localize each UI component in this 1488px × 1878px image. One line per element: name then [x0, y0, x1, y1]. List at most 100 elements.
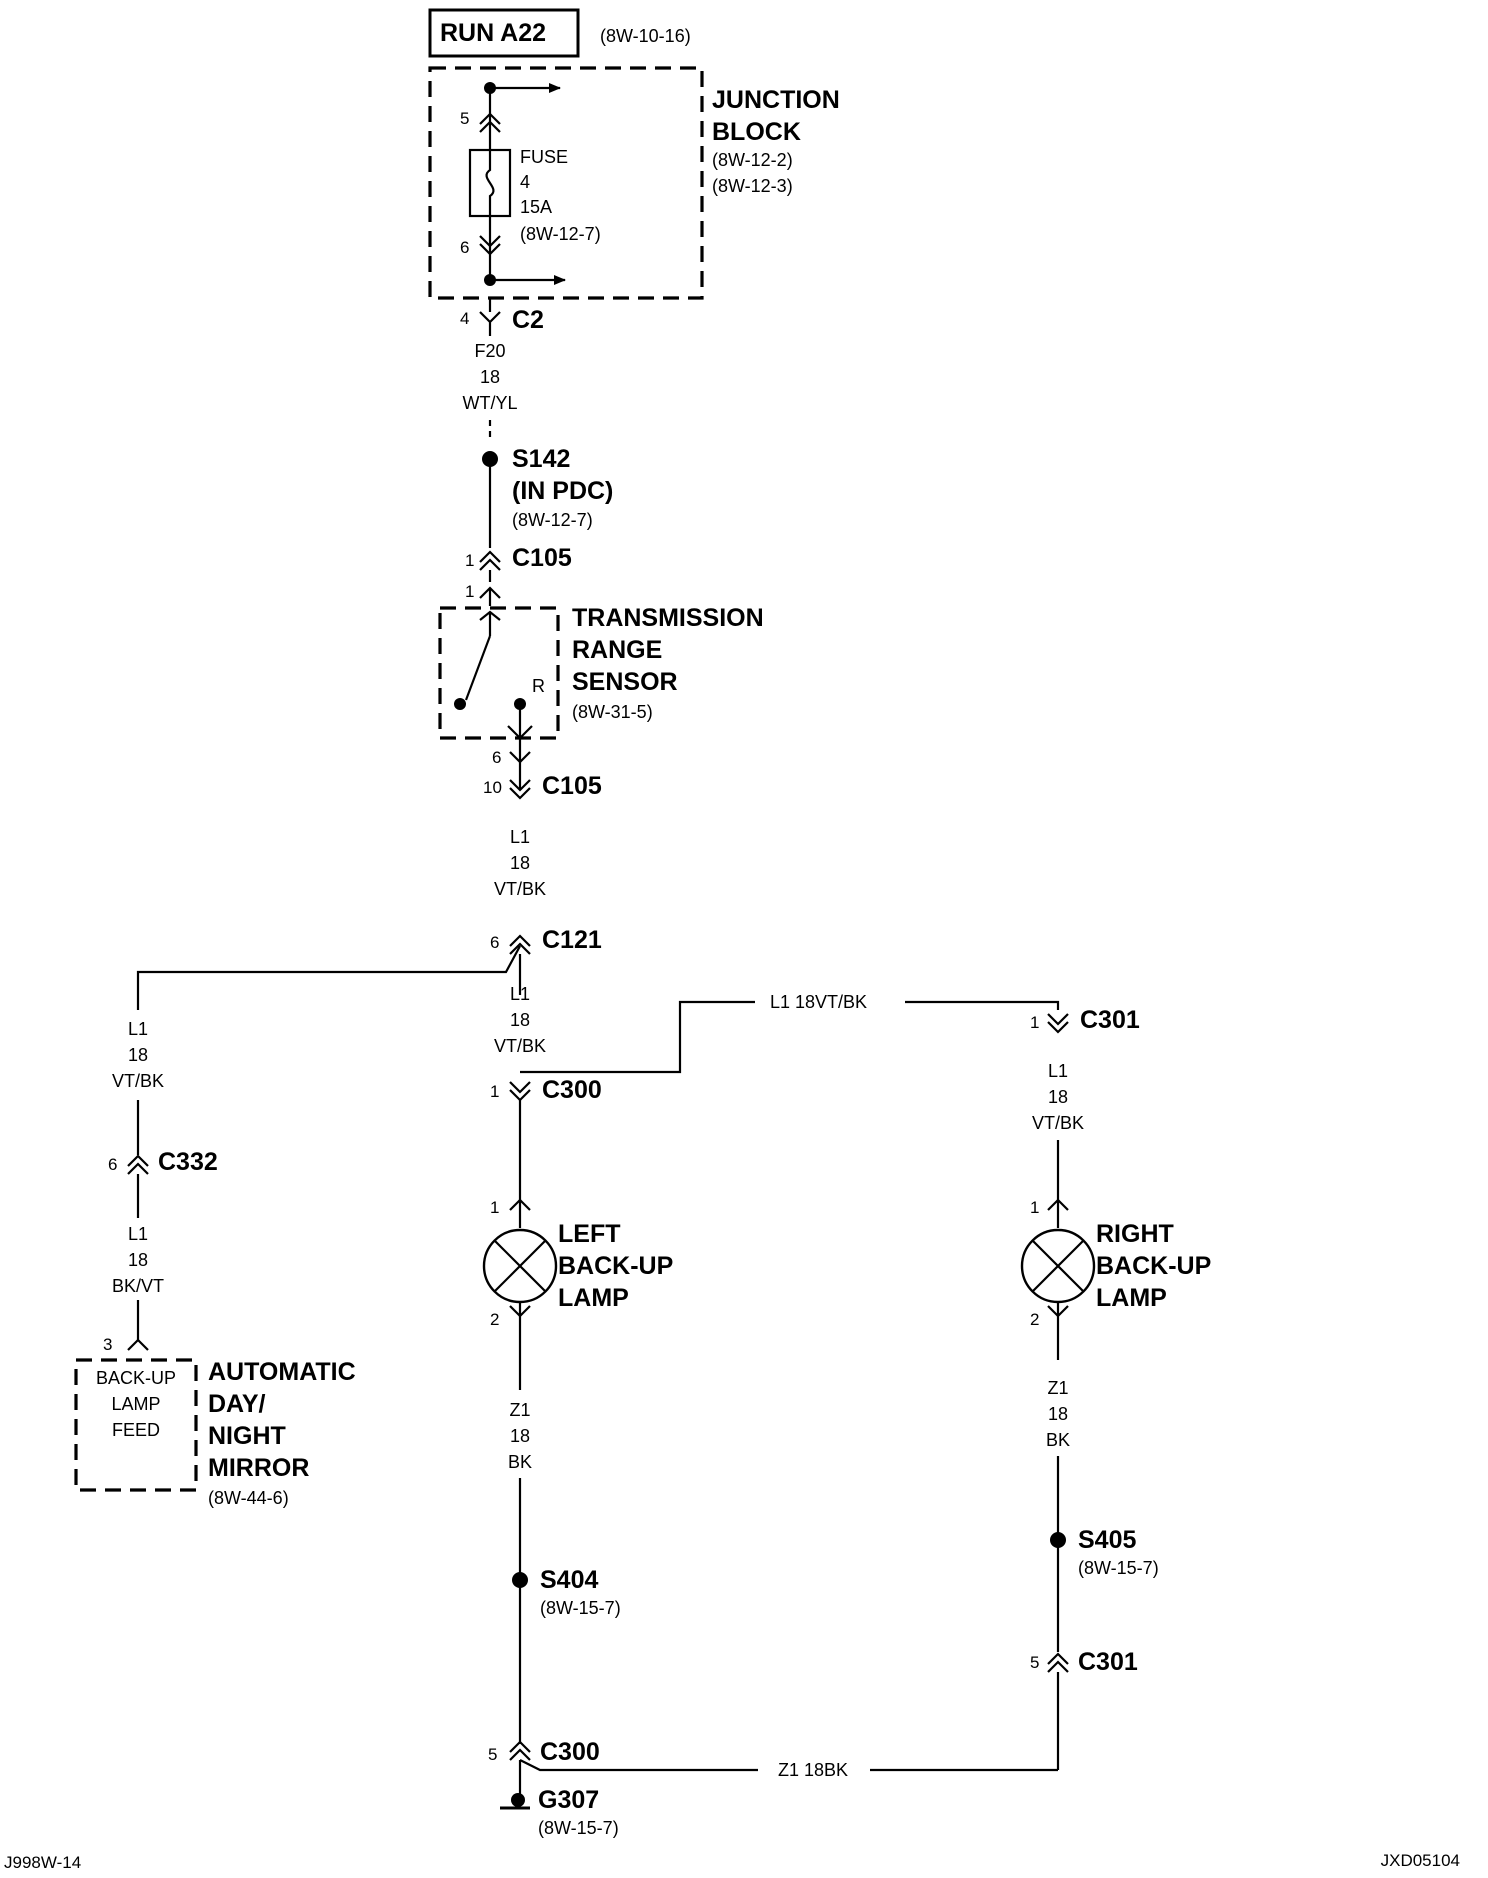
fuse-in-connector-icon: [479, 112, 501, 133]
left-lamp-in-connector-icon: [509, 1198, 531, 1228]
c105-top-pin-b: 1: [465, 582, 474, 601]
right-lamp-pin-out: 2: [1030, 1310, 1039, 1329]
c301-top-pin: 1: [1030, 1013, 1039, 1032]
z1-right-gauge: 18: [1048, 1404, 1068, 1424]
l1-mirror-circuit: L1: [128, 1019, 148, 1039]
right-lamp-out-connector-icon: [1047, 1302, 1069, 1318]
c332-connector-icon: [127, 1154, 149, 1175]
s405-label: S405: [1078, 1526, 1136, 1554]
l1-mirror-gauge: 18: [128, 1045, 148, 1065]
trs-out-arrow-icon: [507, 725, 533, 740]
c301-top-connector-icon: [1047, 1013, 1069, 1034]
c300-bottom-connector-icon: [509, 1740, 531, 1761]
fuse-ref: (8W-12-7): [520, 224, 601, 244]
fuse-pin-out: 6: [460, 238, 469, 257]
left-lamp-pin-out: 2: [490, 1310, 499, 1329]
fuse-pin-in: 5: [460, 109, 469, 128]
mirror-title-3: NIGHT: [208, 1422, 286, 1450]
c2-pin: 4: [460, 309, 469, 328]
c301-bottom-connector-icon: [1047, 1652, 1069, 1673]
footer-left: J998W-14: [4, 1853, 81, 1872]
l1-mirror2-gauge: 18: [128, 1250, 148, 1270]
trs-ref: (8W-31-5): [572, 702, 653, 722]
l1-right-circuit: L1: [1048, 1061, 1068, 1081]
f20-gauge: 18: [480, 367, 500, 387]
l1b-color: VT/BK: [494, 1036, 546, 1056]
c105-top-connector-icon: [479, 550, 501, 571]
c300-top-connector-icon: [509, 1081, 531, 1102]
right-lamp-title-3: LAMP: [1096, 1284, 1167, 1312]
c105-bottom-connector-icon: [509, 779, 531, 800]
l1a-color: VT/BK: [494, 879, 546, 899]
left-lamp-title-1: LEFT: [558, 1220, 621, 1248]
c301-bottom-label: C301: [1078, 1648, 1138, 1676]
mirror-inner-1: BACK-UP: [96, 1368, 176, 1388]
junction-block-outline: [428, 66, 704, 300]
run-label: RUN A22: [440, 19, 546, 47]
s404-label: S404: [540, 1566, 598, 1594]
mirror-outline: [74, 1358, 198, 1492]
z1-left-color: BK: [508, 1452, 532, 1472]
f20-color: WT/YL: [462, 393, 517, 413]
l1-cross-wire-b: [905, 1000, 1060, 1010]
right-lamp-pin-in: 1: [1030, 1198, 1039, 1217]
l1a-gauge: 18: [510, 853, 530, 873]
mirror-ref: (8W-44-6): [208, 1488, 289, 1508]
l1-right-color: VT/BK: [1032, 1113, 1084, 1133]
right-lamp-title-1: RIGHT: [1096, 1220, 1174, 1248]
fuse-out-connector-icon: [479, 235, 501, 256]
mirror-inner-2: LAMP: [111, 1394, 160, 1414]
ground-icon: [500, 1793, 530, 1810]
g307-label: G307: [538, 1786, 599, 1814]
l1b-circuit: L1: [510, 984, 530, 1004]
z1-left-circuit: Z1: [509, 1400, 530, 1420]
z1-left-gauge: 18: [510, 1426, 530, 1446]
c105-top-label: C105: [512, 544, 572, 572]
trs-contact-left-icon: [454, 698, 466, 710]
trs-outline: [438, 606, 560, 740]
l1-mirror-color: VT/BK: [112, 1071, 164, 1091]
z1-right-color: BK: [1046, 1430, 1070, 1450]
left-lamp-title-2: BACK-UP: [558, 1252, 673, 1280]
left-lamp-out-connector-icon: [509, 1302, 531, 1318]
trs-title-1: TRANSMISSION: [572, 604, 764, 632]
g307-ref: (8W-15-7): [538, 1818, 619, 1838]
l1b-gauge: 18: [510, 1010, 530, 1030]
s404-ref: (8W-15-7): [540, 1598, 621, 1618]
mirror-pin: 3: [103, 1335, 112, 1354]
run-ref: (8W-10-16): [600, 26, 691, 46]
fuse-rating: 15A: [520, 197, 552, 217]
l1-cross-label: L1 18VT/BK: [770, 992, 867, 1012]
f20-circuit: F20: [474, 341, 505, 361]
c300-top-label: C300: [542, 1076, 602, 1104]
c105-bottom-pin-a: 6: [492, 748, 501, 767]
c300-top-pin: 1: [490, 1082, 499, 1101]
c121-connector-icon: [509, 934, 531, 955]
mirror-title-4: MIRROR: [208, 1454, 309, 1482]
c300-bottom-label: C300: [540, 1738, 600, 1766]
fuse-number: 4: [520, 172, 530, 192]
l1-mirror2-circuit: L1: [128, 1224, 148, 1244]
c332-label: C332: [158, 1148, 218, 1176]
s142-label: S142: [512, 445, 570, 473]
trs-switch-blade-icon: [464, 635, 492, 701]
footer-right: JXD05104: [1381, 1851, 1460, 1870]
junction-block-ref-2: (8W-12-3): [712, 176, 793, 196]
right-lamp-bulb-icon: [1020, 1228, 1096, 1304]
z1-cross-label: Z1 18BK: [778, 1760, 848, 1780]
mirror-inner-3: FEED: [112, 1420, 160, 1440]
c301-bottom-pin: 5: [1030, 1653, 1039, 1672]
s405-ref: (8W-15-7): [1078, 1558, 1159, 1578]
c121-label: C121: [542, 926, 602, 954]
trs-pivot-icon: [479, 610, 501, 636]
c301-top-label: C301: [1080, 1006, 1140, 1034]
junction-block-title-2: BLOCK: [712, 118, 801, 146]
c105-bottom-pin-b: 10: [483, 778, 502, 797]
l1a-circuit: L1: [510, 827, 530, 847]
trs-title-3: SENSOR: [572, 668, 678, 696]
c2-connector-icon: [479, 311, 501, 336]
left-lamp-bulb-icon: [482, 1228, 558, 1304]
c121-mirror-branch-wire: [136, 945, 521, 1010]
trs-title-2: RANGE: [572, 636, 662, 664]
